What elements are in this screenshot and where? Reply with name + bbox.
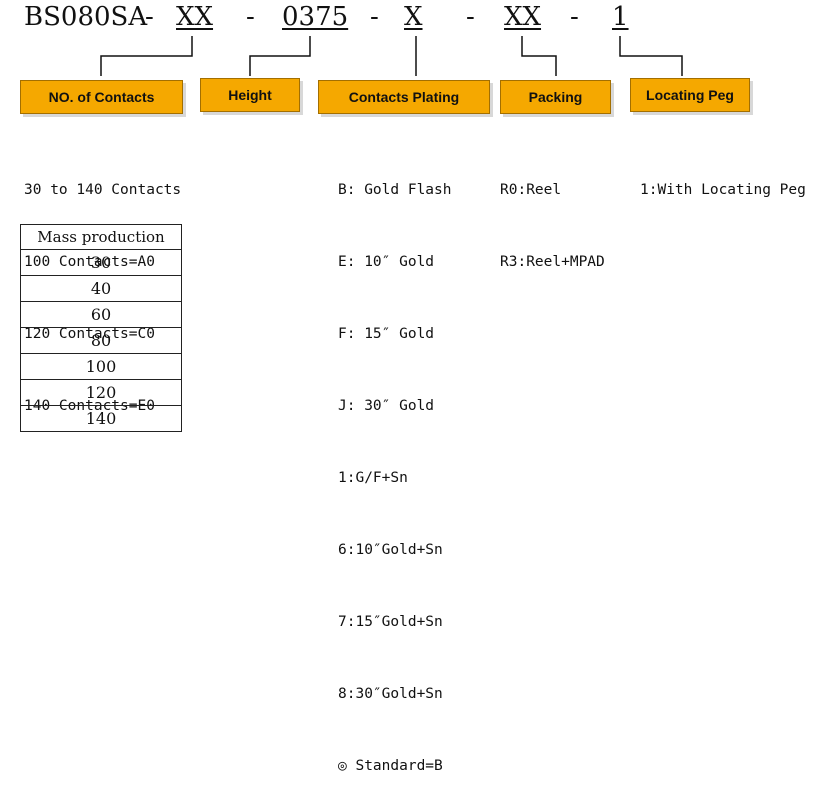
mass-production-table: Mass production 30 40 60 80 100 120 140 [20,224,182,432]
part-number-separator: - [246,2,255,32]
part-number-separator: - [370,2,379,32]
plating-option: J: 30″ Gold [338,398,435,414]
plating-option: F: 15″ Gold [338,326,435,342]
header-packing: Packing [500,80,611,114]
part-number-segment-packing: XX [504,2,542,32]
contacts-option: 30 to 140 Contacts [24,182,182,198]
mass-production-value: 100 [20,353,182,380]
header-contacts-plating: Contacts Plating [318,80,490,114]
header-height: Height [200,78,300,112]
mass-production-value: 80 [20,327,182,354]
part-number-segment-contacts: XX [176,2,214,32]
part-number-separator: - [570,2,579,32]
mass-production-value: 30 [20,249,182,276]
plating-option: E: 10″ Gold [338,254,435,270]
packing-option: R3:Reel+MPAD [500,254,605,270]
header-locating-peg: Locating Peg [630,78,750,112]
part-number-segment-height: 0375 [282,2,349,32]
mass-production-header: Mass production [20,224,182,250]
packing-options: R0:Reel R3:Reel+MPAD [500,130,605,298]
leader-line-height [249,36,311,76]
part-number-separator: - [145,2,154,32]
part-number-segment-plating: X [404,2,423,32]
mass-production-value: 60 [20,301,182,328]
leader-line-contacts [100,36,193,76]
mass-production-value: 120 [20,379,182,406]
mass-production-value: 40 [20,275,182,302]
mass-production-value: 140 [20,405,182,432]
plating-option: 6:10″Gold+Sn [338,542,443,558]
leader-line-packing [521,36,557,76]
part-number-separator: - [466,2,475,32]
part-number-base: BS080SA [24,2,148,32]
leader-lines [100,36,683,76]
locating-peg-options: 1:With Locating Peg [640,130,806,226]
locating-peg-option: 1:With Locating Peg [640,182,806,198]
plating-option: B: Gold Flash [338,182,452,198]
leader-line-peg [619,36,683,76]
plating-option: 8:30″Gold+Sn [338,686,443,702]
header-no-of-contacts: NO. of Contacts [20,80,183,114]
plating-option: 1:G/F+Sn [338,470,408,486]
plating-option: 7:15″Gold+Sn [338,614,443,630]
part-number-segment-peg: 1 [612,2,629,32]
plating-options: B: Gold Flash E: 10″ Gold F: 15″ Gold J:… [338,130,452,802]
plating-standard-note: ◎ Standard=B [338,758,443,774]
packing-option: R0:Reel [500,182,562,198]
